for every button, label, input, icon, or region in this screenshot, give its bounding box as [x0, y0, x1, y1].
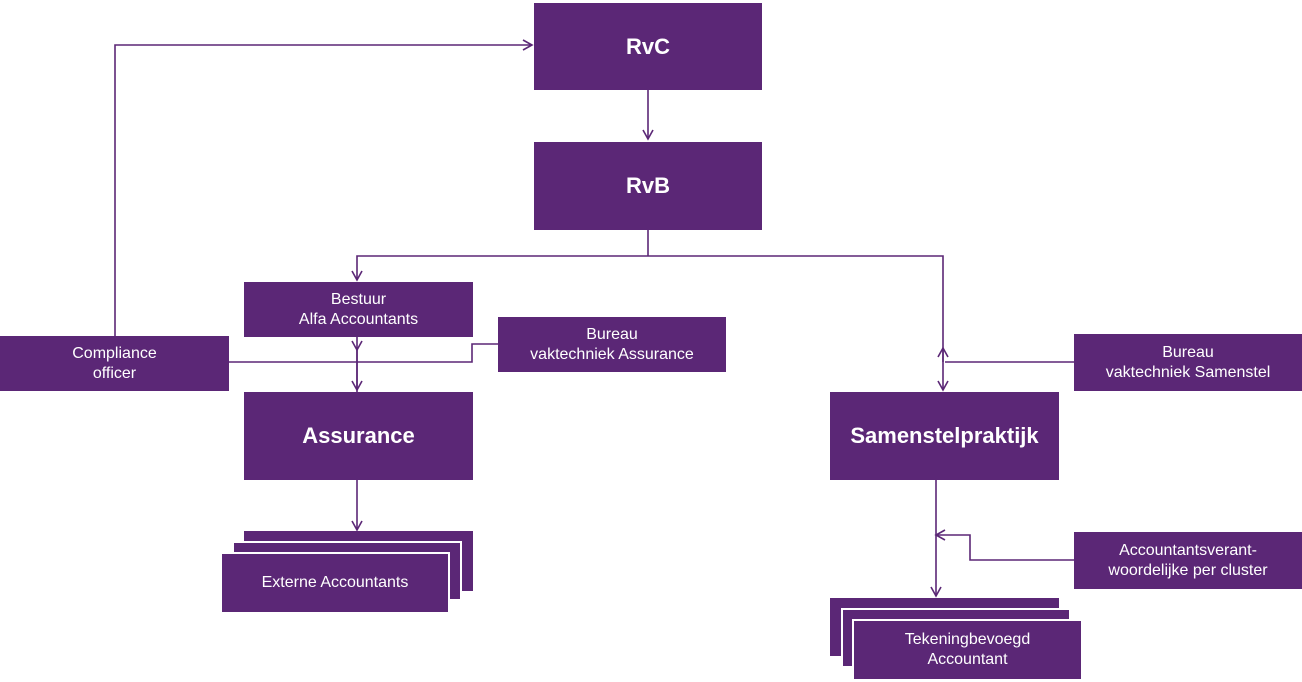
- connector-rvb-to-bestuur: [351, 255, 648, 282]
- compliance-line2: officer: [92, 364, 137, 382]
- connector-compliance-bureau-assurance: [229, 343, 498, 363]
- bureau-samenstel-line1: Bureau: [1162, 343, 1214, 361]
- accountantsverant-box: Accountantsverant- woordelijke per clust…: [1074, 532, 1302, 589]
- rvb-box: RvB: [534, 142, 762, 230]
- connector-accountantsverant: [934, 529, 1074, 561]
- accountantsverant-line1: Accountantsverant-: [1119, 541, 1257, 559]
- tekeningbevoegd-line2: Accountant: [927, 651, 1008, 668]
- bureau-samenstel-box: Bureau vaktechniek Samenstel: [1074, 334, 1302, 391]
- bestuur-box: Bestuur Alfa Accountants: [244, 282, 473, 337]
- bureau-samenstel-line2: vaktechniek Samenstel: [1105, 363, 1271, 381]
- tekeningbevoegd-box: Tekeningbevoegd Accountant: [852, 619, 1083, 681]
- connector-rvb-to-samenstelpraktijk: [648, 255, 949, 392]
- rvc-label: RvC: [625, 33, 670, 59]
- bureau-assurance-line1: Bureau: [586, 325, 638, 343]
- accountantsverant-line2: woordelijke per cluster: [1108, 561, 1268, 579]
- compliance-line1: Compliance: [72, 344, 157, 362]
- compliance-officer-box: Compliance officer: [0, 336, 229, 391]
- assurance-box: Assurance: [244, 392, 473, 480]
- bureau-assurance-box: Bureau vaktechniek Assurance: [498, 317, 726, 372]
- externe-label: Externe Accountants: [261, 574, 409, 591]
- connector-compliance-to-rvc: [114, 39, 534, 336]
- externe-box: Externe Accountants: [220, 552, 450, 614]
- samenstelpraktijk-box: Samenstelpraktijk: [830, 392, 1059, 480]
- tekeningbevoegd-line1: Tekeningbevoegd: [904, 631, 1031, 648]
- assurance-label: Assurance: [302, 423, 415, 448]
- bestuur-line2: Alfa Accountants: [298, 310, 419, 328]
- bureau-assurance-line2: vaktechniek Assurance: [530, 345, 694, 363]
- rvc-box: RvC: [534, 3, 762, 90]
- samenstelpraktijk-label: Samenstelpraktijk: [850, 423, 1039, 448]
- bestuur-line1: Bestuur: [330, 290, 387, 308]
- rvb-label: RvB: [625, 173, 670, 198]
